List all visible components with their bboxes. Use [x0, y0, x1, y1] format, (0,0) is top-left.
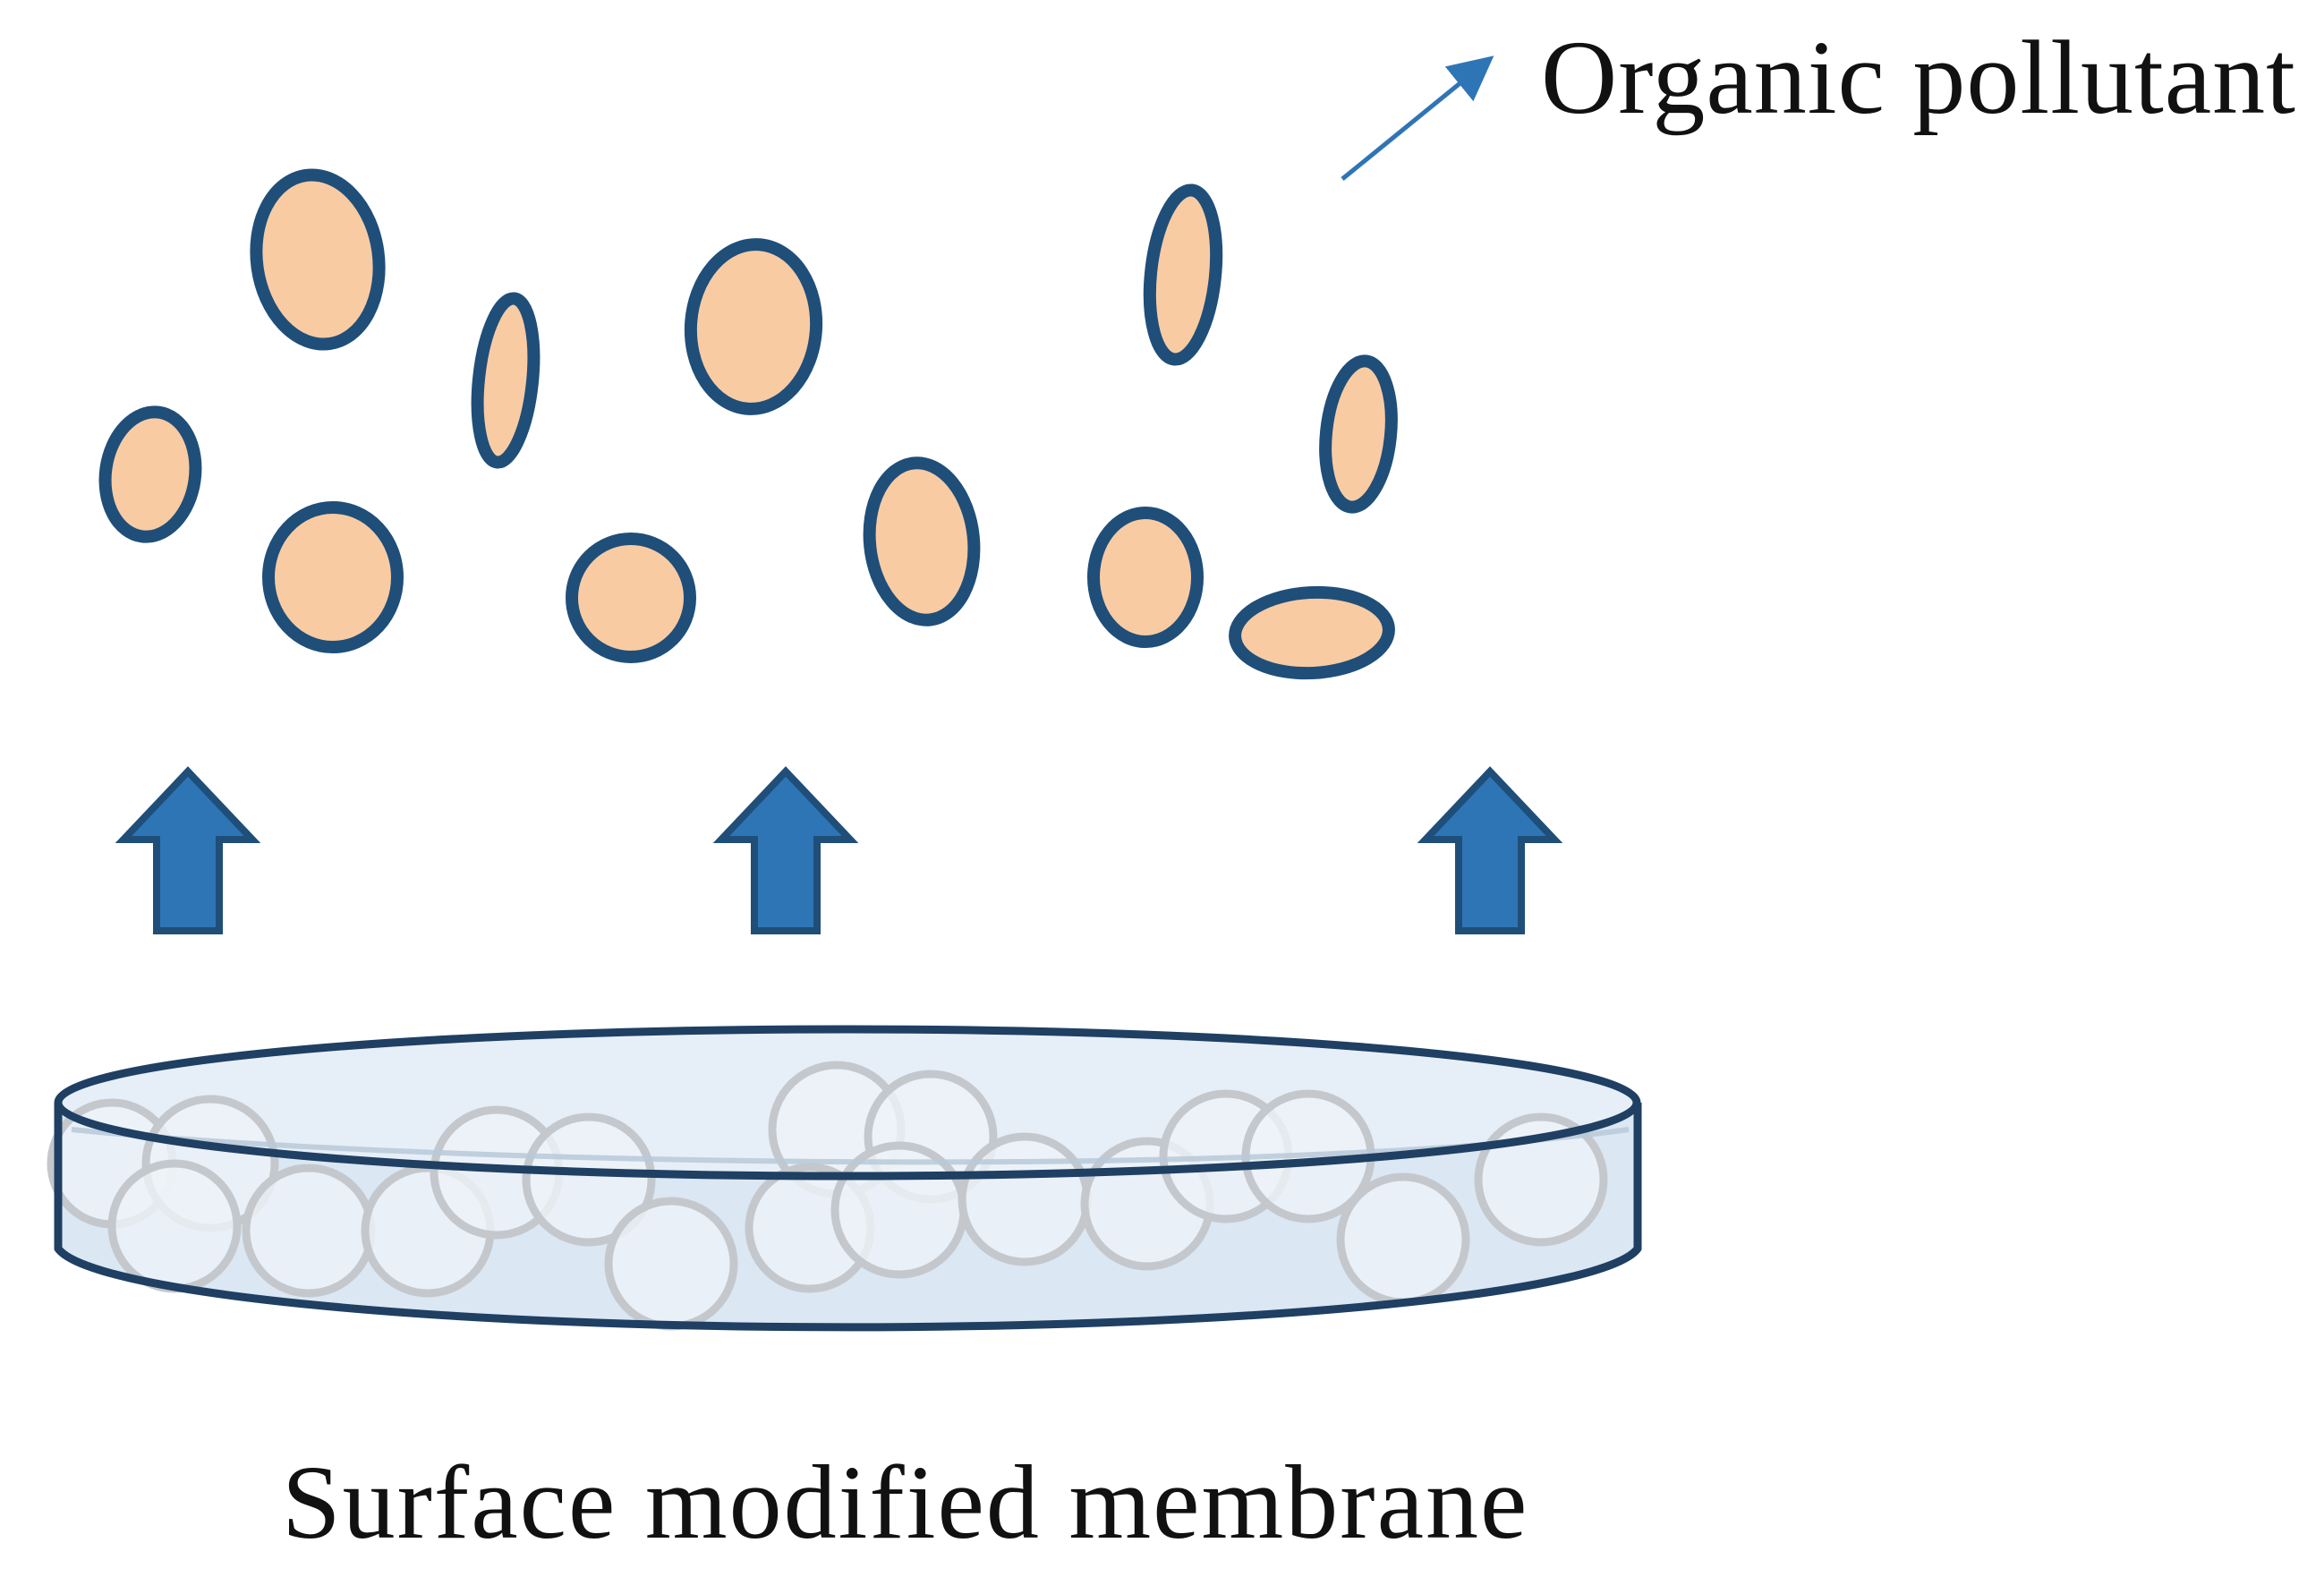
pollutant-particle	[98, 405, 202, 543]
membrane-dish	[47, 1025, 1642, 1332]
pointer-arrow	[1341, 55, 1494, 181]
bead	[107, 1159, 242, 1293]
pollutant-particle	[684, 238, 823, 415]
dish-outline	[54, 1103, 1642, 1332]
pollutant-particle	[566, 533, 696, 663]
upward-arrow-icon	[1417, 766, 1563, 934]
pollutant-particle	[1319, 354, 1398, 514]
pollutant-particle	[471, 292, 541, 469]
bead	[958, 1132, 1092, 1266]
bead	[604, 1197, 738, 1331]
upward-arrow-icon	[712, 766, 859, 934]
bead	[1474, 1112, 1608, 1247]
pollutant-particle	[1143, 183, 1223, 366]
pollutant-particle	[1229, 585, 1395, 680]
bead	[522, 1112, 656, 1247]
pollutant-particle	[1087, 507, 1204, 648]
membrane-caption: Surface modified membrane	[282, 1444, 1529, 1561]
pollutant-particle	[250, 168, 386, 351]
upward-arrows	[115, 766, 1563, 934]
pollutant-particles	[98, 168, 1398, 680]
bead	[830, 1141, 968, 1279]
bead	[242, 1164, 376, 1298]
bead	[1336, 1172, 1470, 1307]
pollutant-particle	[262, 501, 404, 653]
organic-pollutant-label: Organic pollutant	[1541, 19, 2296, 136]
pollutant-particle	[863, 456, 981, 627]
upward-arrow-icon	[115, 766, 261, 934]
